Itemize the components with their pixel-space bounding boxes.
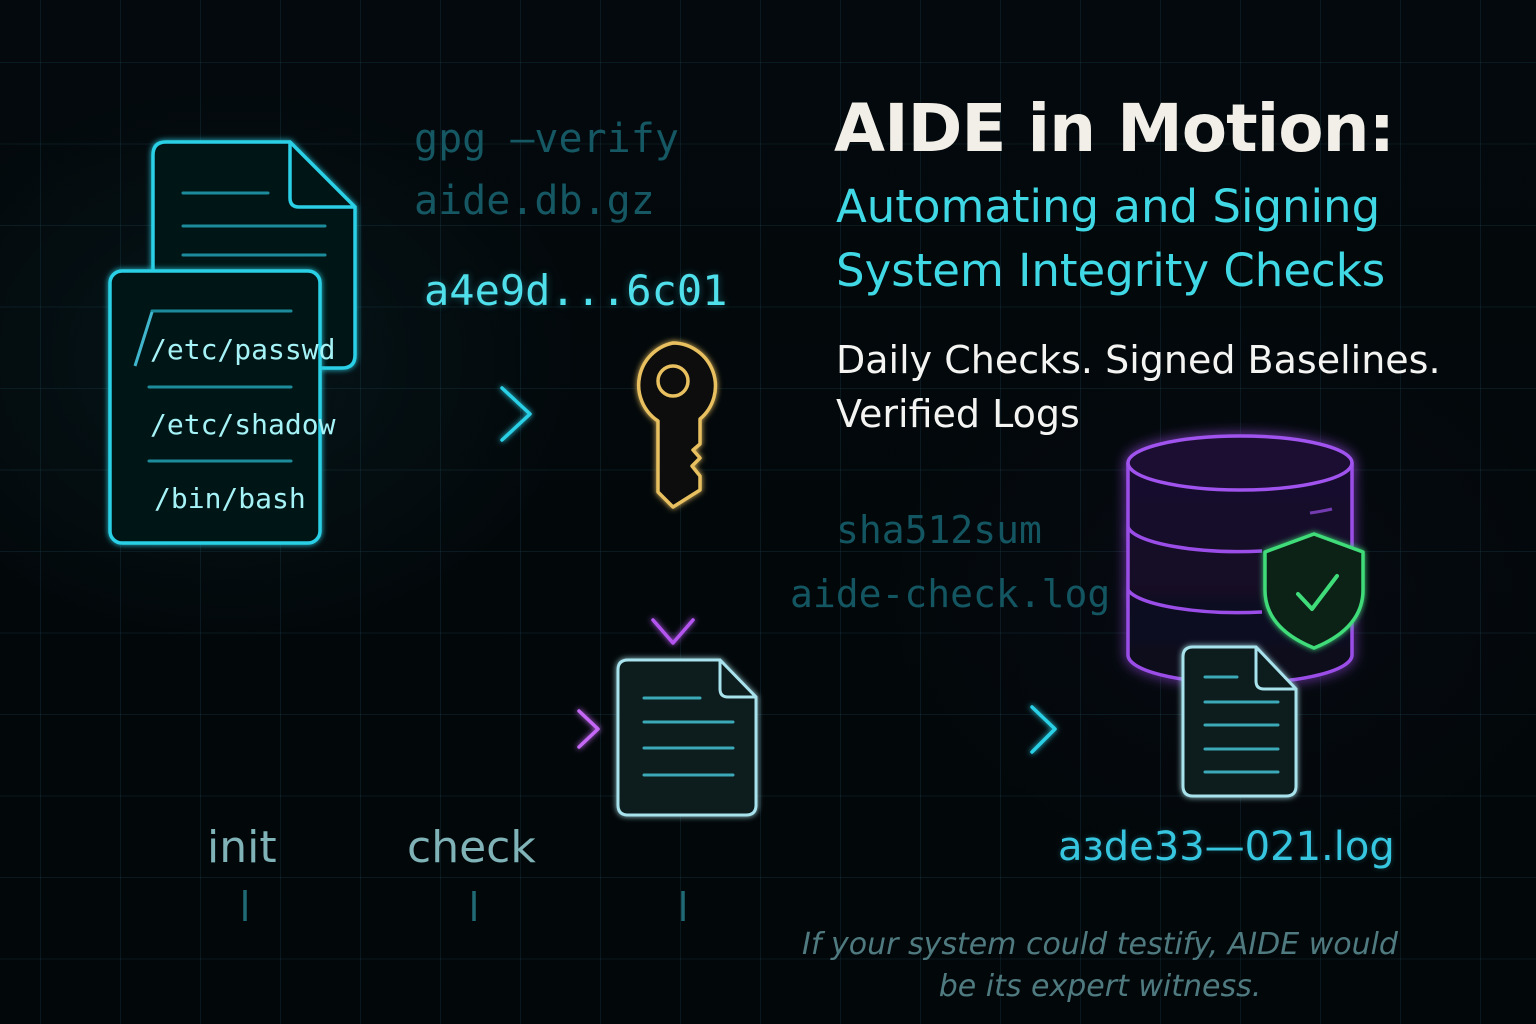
timeline-label-init: init [207,822,277,873]
monitored-files-document-icon [108,269,322,545]
hash-value: a4e9d...6c01 [424,266,728,315]
sha512sum-command: sha512sum [836,508,1042,552]
subtitle-line-1: Automating and Signing [836,180,1381,233]
arrow-report-to-output [768,705,1175,754]
monitored-file-path: /bin/bash [154,482,306,515]
timeline-label-check: check [407,822,536,873]
monitored-file-path: /etc/passwd [150,333,336,366]
page-title: AIDE in Motion: [834,90,1395,167]
tagline-line-2: Verified Logs [836,392,1080,436]
report-document-icon [616,658,758,817]
key-icon [636,341,718,509]
subtitle-line-2: System Integrity Checks [836,244,1386,297]
gpg-verify-command: gpg —verify [414,116,679,162]
db-filename: aide.db.gz [414,178,655,224]
quote-caption: If your system could testify, AIDE would… [802,927,1398,1004]
timeline [125,890,785,921]
arrow-input-to-report [375,709,600,749]
monitored-file-path: /etc/shadow [150,408,336,441]
output-document-icon [1181,645,1298,798]
check-log-filename: aide-check.log [790,572,1111,616]
arrow-files-to-key [335,386,625,442]
arrow-key-to-report [651,520,695,645]
shield-check-icon [1263,532,1365,650]
tagline-line-1: Daily Checks. Signed Baselines. [836,338,1441,382]
output-log-filename: aзde33—021.log [1058,824,1395,870]
